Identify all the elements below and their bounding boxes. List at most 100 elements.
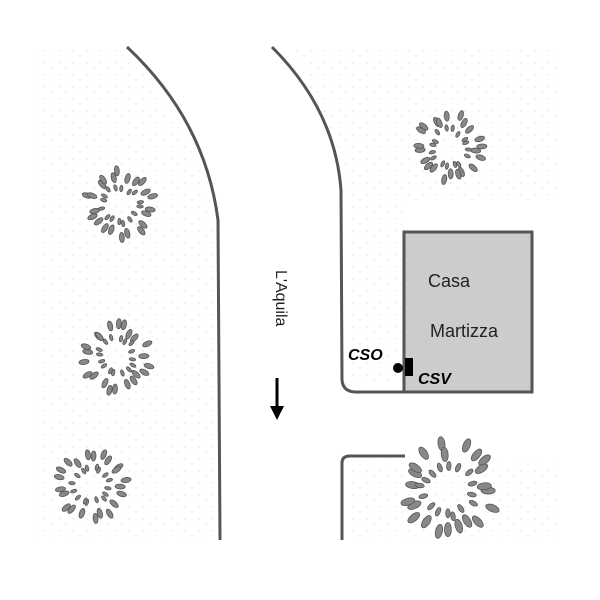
tree-leaf [143,362,155,370]
tree-leaf [452,160,458,168]
tree-leaf [81,467,87,475]
tree-leaf [466,491,477,498]
tree-leaf [465,468,474,477]
tree-leaf [55,466,67,474]
tree-leaf [55,486,66,493]
tree-leaf [440,446,449,462]
tree-leaf [450,511,456,522]
tree-leaf [93,217,104,226]
tree-leaf [96,507,103,519]
tree-leaf [130,210,138,216]
tree-leaf [461,438,472,453]
tree-leaf [118,232,125,243]
tree-leaf [100,363,108,369]
tree-leaf [441,174,448,185]
tree-leaf [455,168,462,180]
road-label: L'Aquila [272,270,289,327]
tree-leaf [121,219,126,228]
tree-leaf [101,223,109,233]
tree-leaf [113,184,118,192]
tree-leaf [454,462,462,473]
tree-leaf [99,174,107,185]
tree-leaf [137,226,146,236]
tree-leaf [136,204,144,209]
tree-leaf [126,366,132,373]
tree-leaf [456,160,462,168]
tree-leaf [128,349,136,354]
tree-leaf [74,472,81,479]
tree-leaf [68,481,76,486]
tree-leaf [74,494,81,501]
road-edge-right-lower [340,454,405,540]
tree-leaf [450,124,455,132]
tree-leaf [101,495,107,502]
tree-leaf [109,499,119,508]
tree-leaf [120,477,132,483]
tree-leaf [107,224,115,235]
tree-leaf [147,193,158,200]
tree-leaf [63,457,73,467]
grass-area-right-strip [348,200,403,385]
tree-leaf [468,163,478,172]
tree-leaf [97,206,106,211]
tree-leaf [109,215,115,222]
tree-leaf [112,383,118,395]
tree-leaf [427,502,436,511]
tree-leaf [105,477,113,483]
tree-leaf [92,512,99,524]
tree-leaf [423,161,434,171]
tree-leaf [436,462,443,473]
tree-leaf [86,192,98,199]
tree-leaf [419,122,429,131]
tree-leaf [136,200,144,205]
tree-leaf [463,153,471,159]
tree-leaf [90,450,97,462]
tree-leaf [61,503,71,512]
tree-leaf [476,482,492,491]
tree-leaf [144,206,156,213]
tree-leaf [455,131,461,138]
tree-leaf [129,375,138,386]
tree-leaf [104,486,112,491]
tree-leaf [434,129,441,136]
tree-leaf [429,142,437,147]
tree-leaf [435,117,443,128]
tree-leaf [110,172,117,184]
tree-leaf [124,227,131,239]
tree-leaf [476,143,488,150]
tree-leaf [131,370,141,379]
tree-leaf [115,318,122,330]
tree-leaf [467,480,478,487]
tree-leaf [444,124,449,132]
tree-leaf [465,125,474,134]
csv-label: CSV [418,371,452,388]
tree-leaf [460,118,468,128]
tree-leaf [117,217,122,226]
tree-leaf [102,491,109,497]
tree-leaf [113,165,120,177]
tree-leaf [443,110,450,122]
tree-leaf [70,488,78,494]
tree-leaf [474,135,486,143]
arrow-down-icon [270,378,284,420]
tree-leaf [122,338,128,346]
tree-leaf [73,458,82,468]
tree-leaf [84,449,91,461]
tree-leaf [53,474,65,481]
tree-leaf [106,384,113,396]
tree-leaf [470,448,483,462]
tree-leaf [87,213,98,221]
tree-leaf [101,193,108,199]
tree-leaf [464,147,473,152]
tree-leaf [446,461,452,472]
tree-leaf [116,490,127,498]
tree-leaf [111,466,122,474]
tree-leaf [141,210,152,217]
tree-leaf [434,523,444,539]
tree-leaf [78,358,90,365]
grass-area-bottom-right [350,462,560,540]
tree-leaf [138,177,147,186]
tree-leaf [428,150,436,155]
tree-leaf [444,522,452,538]
tree-icon [400,436,500,539]
